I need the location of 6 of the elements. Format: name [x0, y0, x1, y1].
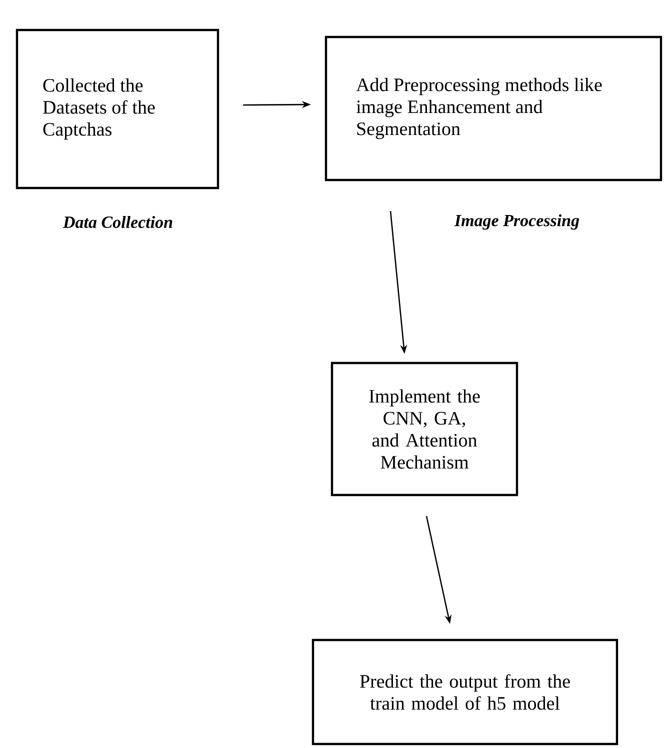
process-box: Collected the Datasets of the Captchas: [16, 28, 220, 190]
process-box: Implement the CNN, GA, and Attention Mechanism: [330, 362, 518, 496]
process-box: Add Preprocessing methods like image Enhancement and Segmentation: [324, 36, 662, 182]
process-box: Predict the output from the train model of h5 model: [312, 638, 618, 746]
node-label: Data Collection: [62, 216, 172, 228]
node-label: Image Processing: [454, 214, 580, 230]
